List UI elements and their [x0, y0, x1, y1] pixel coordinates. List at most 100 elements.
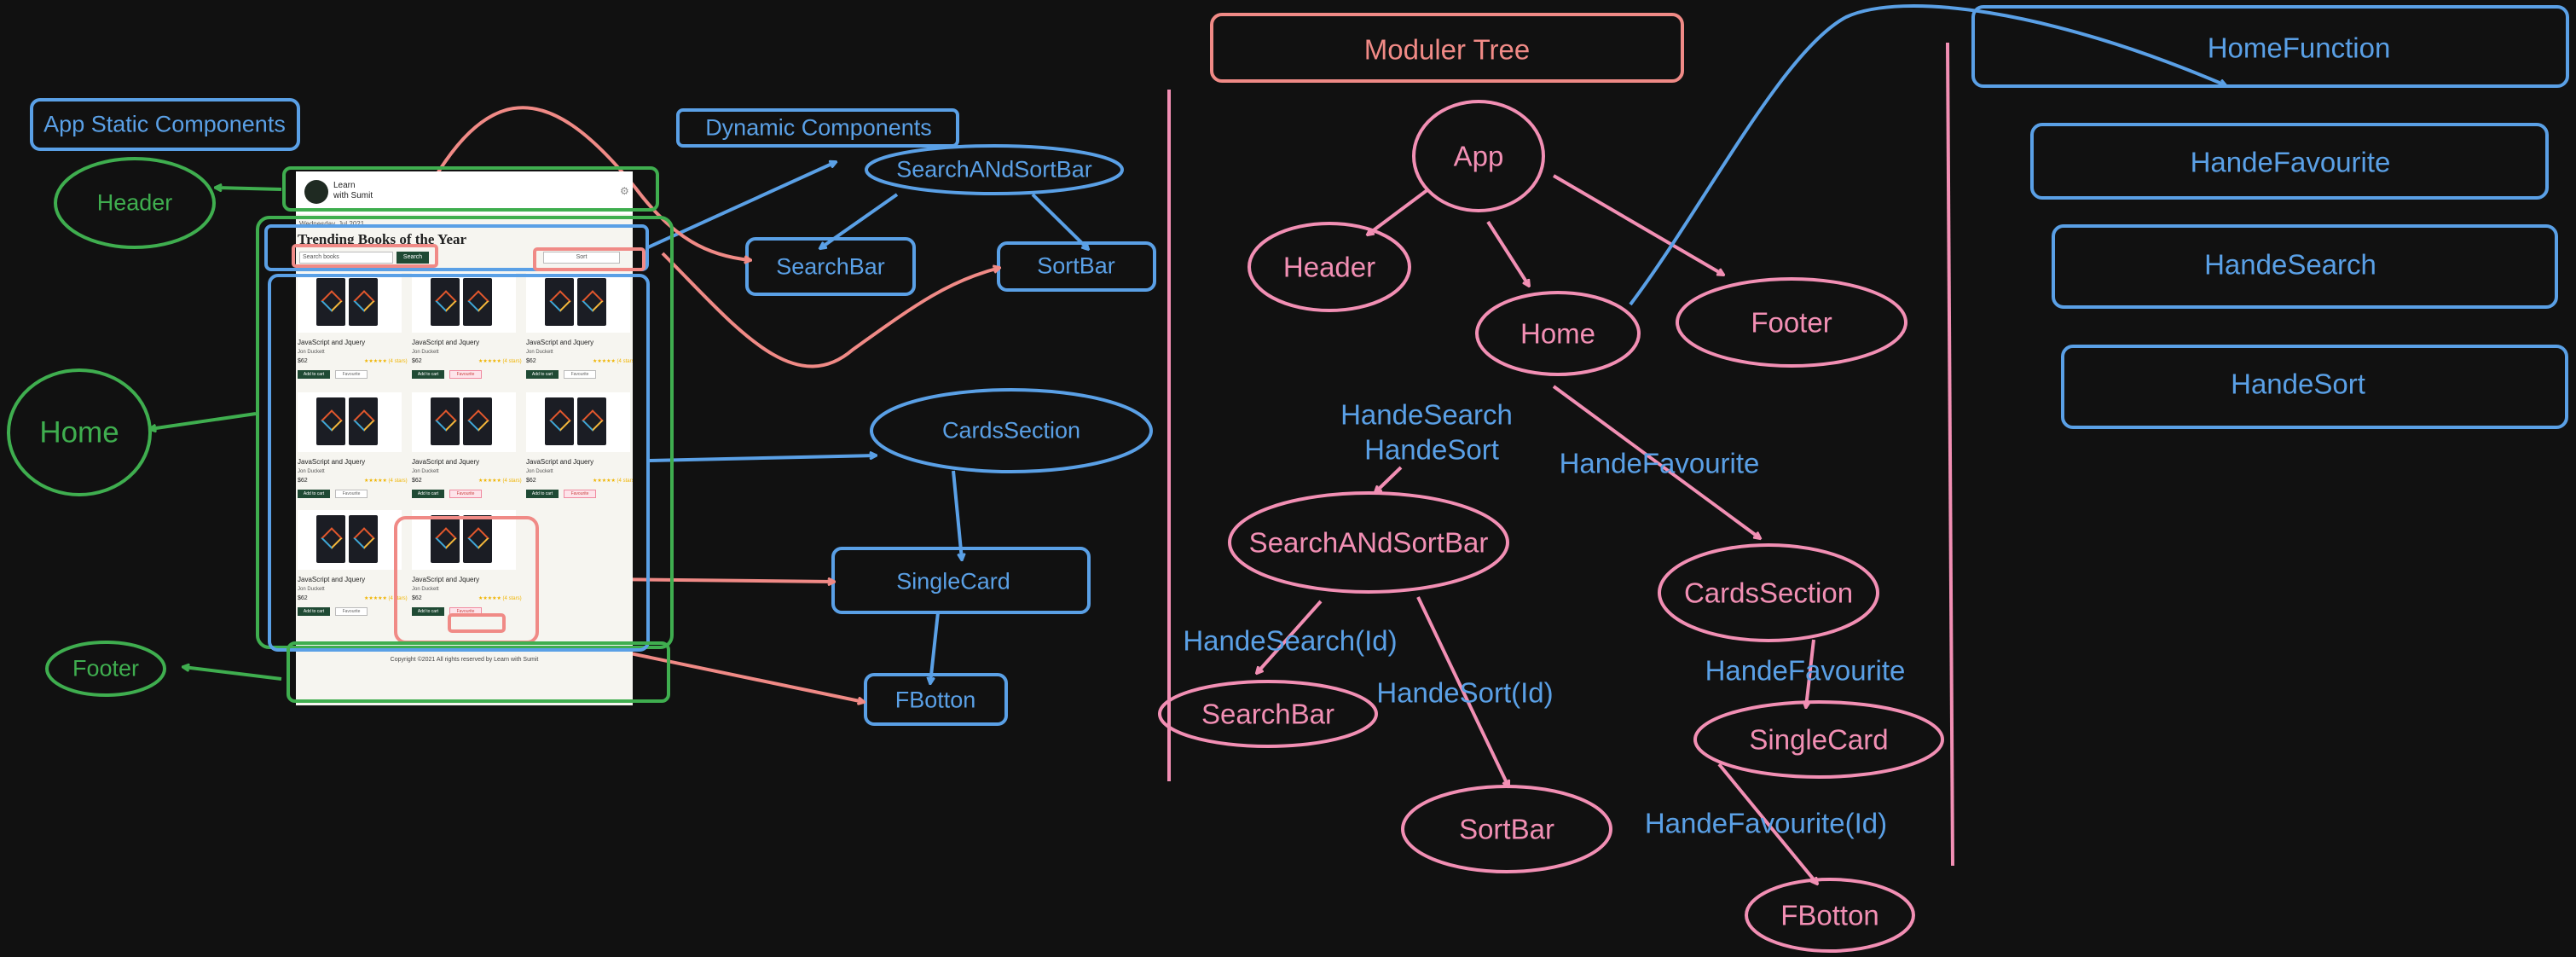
tree-fbotton-node — [1745, 878, 1915, 953]
card-author: Jon Duckett — [526, 469, 553, 474]
tree-arrow-app-footer — [1552, 174, 1723, 275]
card-rating: ★★★★★ (4 stars) — [364, 478, 408, 484]
card-title: JavaScript and Jquery — [298, 339, 366, 346]
edge-handesearch-label: HandeSearch — [1340, 398, 1513, 431]
mock-brand-line2: with Sumit — [333, 191, 373, 200]
card-rating: ★★★★★ (4 stars) — [593, 359, 633, 364]
book-icon — [431, 515, 460, 563]
moduler-tree-title: Moduler Tree — [1363, 33, 1531, 66]
sortbar-label: SortBar — [1037, 252, 1115, 279]
card-rating: ★★★★★ (4 stars) — [478, 359, 522, 364]
book-icon — [349, 397, 378, 445]
edge-handefavourite-id-label: HandeFavourite(Id) — [1644, 807, 1888, 839]
card-title: JavaScript and Jquery — [412, 339, 480, 346]
card-price: $62 — [298, 358, 308, 364]
card-rating: ★★★★★ (4 stars) — [364, 596, 408, 601]
book-icon — [463, 397, 492, 445]
dynamic-components-title: Dynamic Components — [705, 114, 932, 141]
edge-handesearch-id-label: HandeSearch(Id) — [1183, 624, 1398, 657]
book-image — [526, 392, 630, 452]
tree-app-label: App — [1453, 140, 1504, 172]
tree-app-node — [1412, 100, 1545, 212]
static-header-label: Header — [96, 189, 173, 216]
add-to-cart-button[interactable]: Add to cart — [412, 607, 444, 616]
homefunction-box — [1971, 5, 2569, 88]
card-author: Jon Duckett — [298, 469, 325, 474]
mock-date: Wednesday, Jul 2021 — [299, 220, 365, 228]
mock-page-title: Trending Books of the Year — [298, 231, 467, 247]
book-icon — [349, 278, 378, 326]
add-to-cart-button[interactable]: Add to cart — [298, 490, 330, 498]
favourite-button[interactable]: Favourite — [335, 490, 368, 498]
tree-searchandsortbar-node — [1228, 491, 1509, 594]
handefavourite-box — [2030, 123, 2549, 200]
static-footer-label: Footer — [72, 655, 140, 682]
card-author: Jon Duckett — [526, 350, 553, 355]
card-author: Jon Duckett — [298, 587, 325, 592]
card-price: $62 — [526, 358, 536, 364]
card-price: $62 — [298, 478, 308, 484]
add-to-cart-button[interactable]: Add to cart — [298, 370, 330, 379]
singlecard-label: SingleCard — [896, 568, 1010, 594]
mock-header: Learn with Sumit ⚙ — [296, 171, 633, 214]
mock-search-input[interactable]: Search books — [299, 252, 393, 264]
favourite-button[interactable]: Favourite — [449, 370, 482, 379]
card-title: JavaScript and Jquery — [412, 458, 480, 466]
tree-cardssection-label: CardsSection — [1683, 577, 1854, 609]
func-handefavourite-label: HandeFavourite — [2190, 146, 2391, 178]
favourite-button[interactable]: Favourite — [449, 607, 482, 616]
add-to-cart-button[interactable]: Add to cart — [298, 607, 330, 616]
static-home-label: Home — [39, 415, 119, 450]
arrow-cards-to-singlecard — [952, 470, 962, 560]
mock-sort-select[interactable]: Sort — [543, 252, 620, 264]
homefunction-label: HomeFunction — [2207, 32, 2391, 64]
searchandsortbar-node — [865, 144, 1124, 195]
arrow-input-to-searchbar — [399, 106, 750, 260]
card-price: $62 — [412, 478, 422, 484]
mock-brand-line1: Learn — [333, 181, 356, 190]
searchbar-label: SearchBar — [776, 253, 885, 280]
favourite-button[interactable]: Favourite — [335, 607, 368, 616]
tree-arrow-cards-singlecard — [1806, 639, 1815, 707]
add-to-cart-button[interactable]: Add to cart — [526, 370, 559, 379]
add-to-cart-button[interactable]: Add to cart — [412, 490, 444, 498]
mock-search-button[interactable]: Search — [397, 252, 429, 264]
dynamic-components-box — [676, 108, 959, 148]
tree-footer-label: Footer — [1751, 306, 1832, 339]
static-footer-node — [45, 641, 166, 697]
add-to-cart-button[interactable]: Add to cart — [526, 490, 559, 498]
book-icon — [431, 278, 460, 326]
tree-cardssection-node — [1658, 543, 1879, 642]
gear-icon[interactable]: ⚙ — [620, 185, 629, 197]
arrow-to-cardssection — [648, 455, 876, 462]
book-icon — [545, 397, 574, 445]
favourite-button[interactable]: Favourite — [449, 490, 482, 498]
favourite-button[interactable]: Favourite — [564, 370, 596, 379]
card-title: JavaScript and Jquery — [526, 339, 594, 346]
tree-header-label: Header — [1282, 251, 1376, 283]
mock-copyright: Copyright ©2021 All rights reserved by L… — [390, 657, 539, 663]
card-title: JavaScript and Jquery — [526, 458, 594, 466]
func-handesearch-label: HandeSearch — [2204, 248, 2376, 281]
add-to-cart-button[interactable]: Add to cart — [412, 370, 444, 379]
favourite-button[interactable]: Favourite — [335, 370, 368, 379]
book-icon — [463, 278, 492, 326]
card-price: $62 — [298, 595, 308, 601]
book-icon — [349, 515, 378, 563]
arrow-ss-to-searchbar — [820, 193, 899, 248]
favourite-button[interactable]: Favourite — [564, 490, 596, 498]
handesearch-box — [2052, 224, 2558, 309]
tree-searchbar-label: SearchBar — [1201, 698, 1334, 730]
card-price: $62 — [412, 358, 422, 364]
tree-arrow-app-home — [1486, 220, 1529, 286]
